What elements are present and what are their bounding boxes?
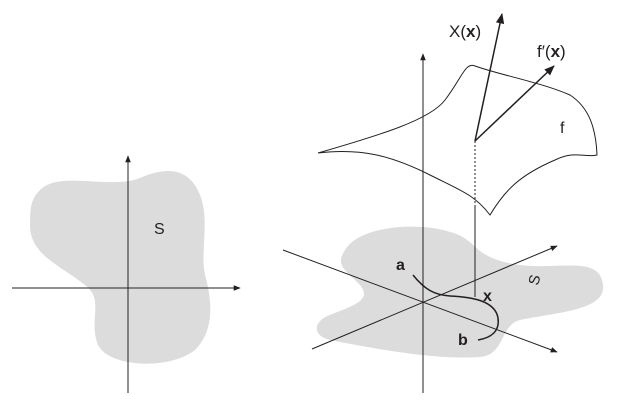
vector-field-arrow bbox=[474, 12, 505, 142]
region-label-left: S bbox=[154, 221, 165, 238]
right-figure: X(x) f′(x) f a x b S bbox=[282, 12, 604, 393]
derivative-label: f′(x) bbox=[537, 42, 566, 61]
vector-field-label: X(x) bbox=[449, 22, 481, 41]
point-a-label: a bbox=[396, 257, 405, 274]
curve-a-b bbox=[412, 274, 499, 341]
point-b-label: b bbox=[458, 332, 468, 349]
derivative-arrow bbox=[474, 65, 555, 142]
y-axis-right bbox=[311, 245, 558, 350]
left-figure: S bbox=[12, 155, 241, 393]
surface-f bbox=[317, 64, 598, 216]
region-label-right: S bbox=[525, 273, 544, 287]
x-axis-right bbox=[282, 249, 558, 353]
region-s-right bbox=[316, 226, 604, 358]
surface-label: f bbox=[560, 120, 565, 137]
point-x-label: x bbox=[483, 288, 492, 305]
region-s-left bbox=[30, 171, 211, 364]
